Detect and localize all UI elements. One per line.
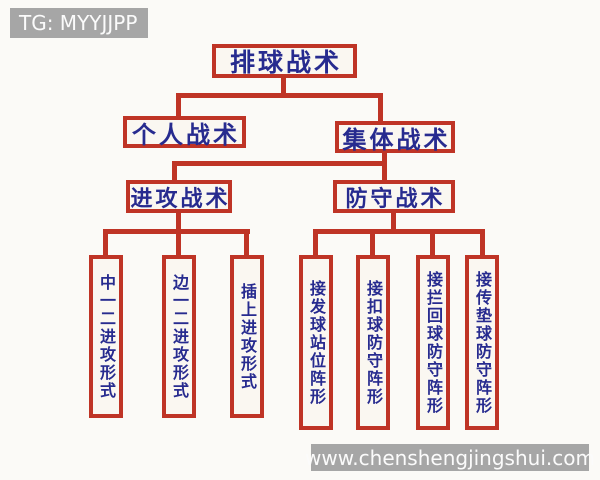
leaf-middle-1-2-attack-form: 中一二进攻形式 [89,255,123,418]
connector-line [378,93,383,123]
connector-line [172,161,177,182]
connector-line [480,229,485,257]
node-defense-tactics-label: 防守战术 [345,186,446,212]
leaf-pass-dig-defense-formation-label: 接传垫球防守阵形 [473,270,492,415]
node-collective-tactics: 集体战术 [335,121,455,154]
node-collective-tactics-label: 集体战术 [342,125,451,154]
connector-line [176,211,181,233]
connector-line [430,229,435,257]
leaf-block-return-defense-formation: 接拦回球防守阵形 [416,255,450,430]
connector-line [370,229,375,257]
node-individual-tactics: 个人战术 [123,116,246,149]
connector-line [176,229,181,257]
connector-line [244,229,249,257]
leaf-serve-receive-formation: 接发球站位阵形 [299,255,333,430]
connector-line [176,93,383,98]
leaf-side-1-2-attack-form-label: 边一二进攻形式 [170,273,189,400]
leaf-side-1-2-attack-form: 边一二进攻形式 [162,255,196,418]
leaf-middle-1-2-attack-form-label: 中一二进攻形式 [97,273,116,400]
node-defense-tactics: 防守战术 [333,180,455,213]
watermark-top-left: TG: MYYJJPP [10,8,148,38]
watermark-bottom-right: www.chenshengjingshui.com [305,444,595,471]
leaf-pass-dig-defense-formation: 接传垫球防守阵形 [465,255,499,430]
leaf-spike-receive-defense-formation-label: 接扣球防守阵形 [364,279,383,406]
connector-line [391,211,396,233]
connector-line [103,229,108,257]
leaf-insert-attack-form: 插上进攻形式 [230,255,264,418]
leaf-block-return-defense-formation-label: 接拦回球防守阵形 [424,270,443,415]
connector-line [281,76,286,95]
connector-line [313,229,485,234]
node-offense-tactics: 进攻战术 [126,180,232,213]
node-individual-tactics-label: 个人战术 [132,120,240,149]
connector-line [313,229,318,257]
node-volleyball-tactics: 排球战术 [212,44,357,78]
node-volleyball-tactics-label: 排球战术 [229,48,342,77]
leaf-insert-attack-form-label: 插上进攻形式 [238,282,257,391]
connector-line [176,93,181,118]
node-offense-tactics-label: 进攻战术 [130,186,231,212]
leaf-serve-receive-formation-label: 接发球站位阵形 [307,279,326,406]
connector-line [172,161,387,166]
connector-line [382,151,387,182]
leaf-spike-receive-defense-formation: 接扣球防守阵形 [356,255,390,430]
